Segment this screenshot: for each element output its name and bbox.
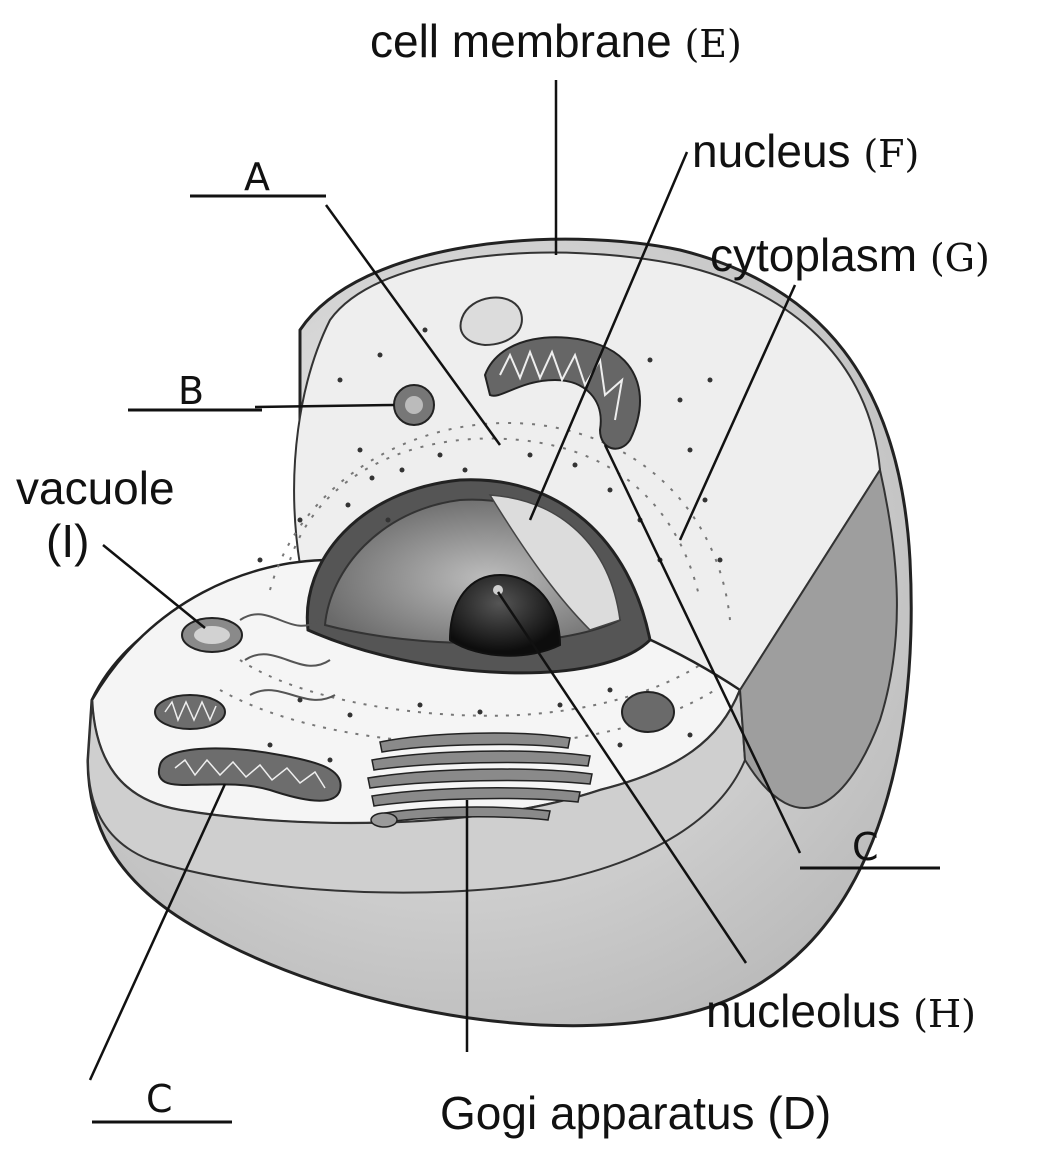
label-vacuole-name: vacuole [16, 462, 175, 515]
label-vacuole: vacuole (I) [16, 462, 175, 568]
label-nucleus-tag: (F) [863, 132, 919, 176]
mitochondrion-right [622, 692, 674, 732]
label-nucleolus-name: nucleolus [706, 985, 900, 1037]
label-nucleolus: nucleolus (H) [706, 988, 976, 1034]
label-nucleus: nucleus (F) [692, 128, 919, 174]
lysosome-inner [405, 396, 423, 414]
golgi-vesicle [371, 813, 397, 827]
label-cell-membrane: cell membrane (E) [370, 18, 742, 64]
label-b: B [178, 372, 204, 410]
label-vacuole-tag: (I) [16, 515, 175, 568]
vacuole-inner [194, 626, 230, 644]
label-nucleus-name: nucleus [692, 125, 851, 177]
label-c-left: C [146, 1080, 173, 1118]
label-cytoplasm-tag: (G) [930, 236, 990, 280]
label-cytoplasm: cytoplasm (G) [710, 232, 990, 278]
label-golgi: Gogi apparatus (D) [440, 1090, 831, 1136]
label-a: A [244, 158, 270, 196]
label-nucleolus-tag: (H) [913, 992, 976, 1036]
label-cell-membrane-name: cell membrane [370, 15, 672, 67]
label-cytoplasm-name: cytoplasm [710, 229, 917, 281]
label-cell-membrane-tag: (E) [684, 22, 741, 66]
label-c-right: C [852, 828, 879, 866]
